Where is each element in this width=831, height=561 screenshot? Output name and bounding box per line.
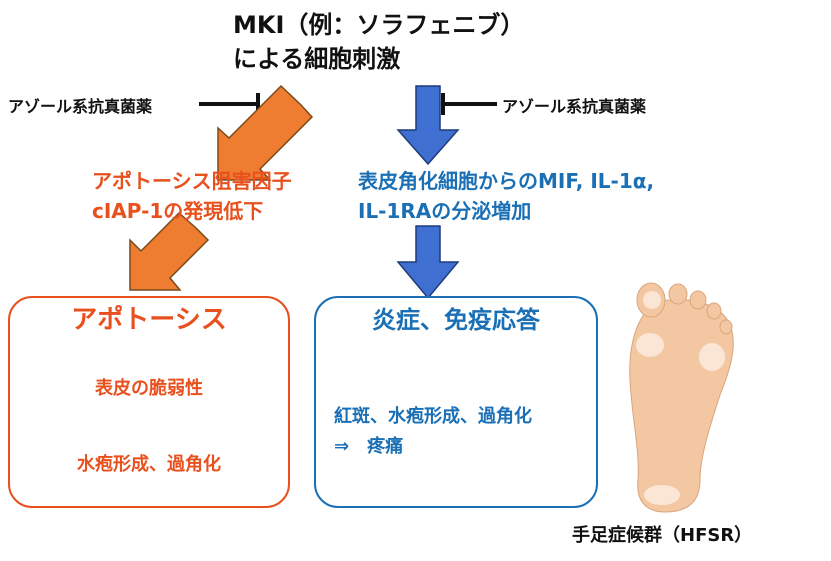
inhibit-bar-right [441, 93, 497, 115]
title-line1: MKI（例：ソラフェニブ） [233, 11, 525, 39]
apoptosis-step1: 表皮の脆弱性 [95, 378, 203, 399]
inflammation-box [314, 296, 598, 508]
foot-caption: 手足症候群（HFSR） [572, 525, 753, 546]
apoptosis-inhibitor-line1: アポトーシス阻害因子 [92, 169, 292, 193]
title: MKI（例：ソラフェニブ） による細胞刺激 [233, 8, 524, 76]
blue-arrow-bottom [396, 225, 460, 300]
blue-arrow-top [396, 85, 460, 166]
apoptosis-heading: アポトーシス [71, 305, 227, 335]
orange-arrow-bottom [129, 211, 210, 291]
cytokine-line2: IL-1RAの分泌増加 [358, 199, 532, 223]
inhibitor-label-left: アゾール系抗真菌薬 [8, 97, 153, 116]
inflammation-heading: 炎症、免疫応答 [372, 306, 540, 334]
apoptosis-step2: 水疱形成、過角化 [77, 454, 221, 475]
inflammation-step2: ⇒ 疼痛 [334, 436, 404, 457]
foot-illustration [629, 282, 734, 513]
inflammation-step1: 紅斑、水疱形成、過角化 [334, 406, 532, 427]
title-line2: による細胞刺激 [233, 45, 401, 73]
cytokine-line1: 表皮角化細胞からのMIF, IL-1α, [358, 169, 655, 193]
orange-arrow-top [217, 84, 314, 181]
inhibitor-label-right: アゾール系抗真菌薬 [502, 97, 647, 116]
apoptosis-box [8, 296, 290, 508]
inhibit-bar-left [199, 93, 260, 115]
apoptosis-inhibitor-text: アポトーシス阻害因子 cIAP-1の発現低下 [92, 166, 292, 226]
cytokine-text: 表皮角化細胞からのMIF, IL-1α, IL-1RAの分泌増加 [358, 166, 654, 226]
apoptosis-inhibitor-line2: cIAP-1の発現低下 [92, 199, 264, 223]
